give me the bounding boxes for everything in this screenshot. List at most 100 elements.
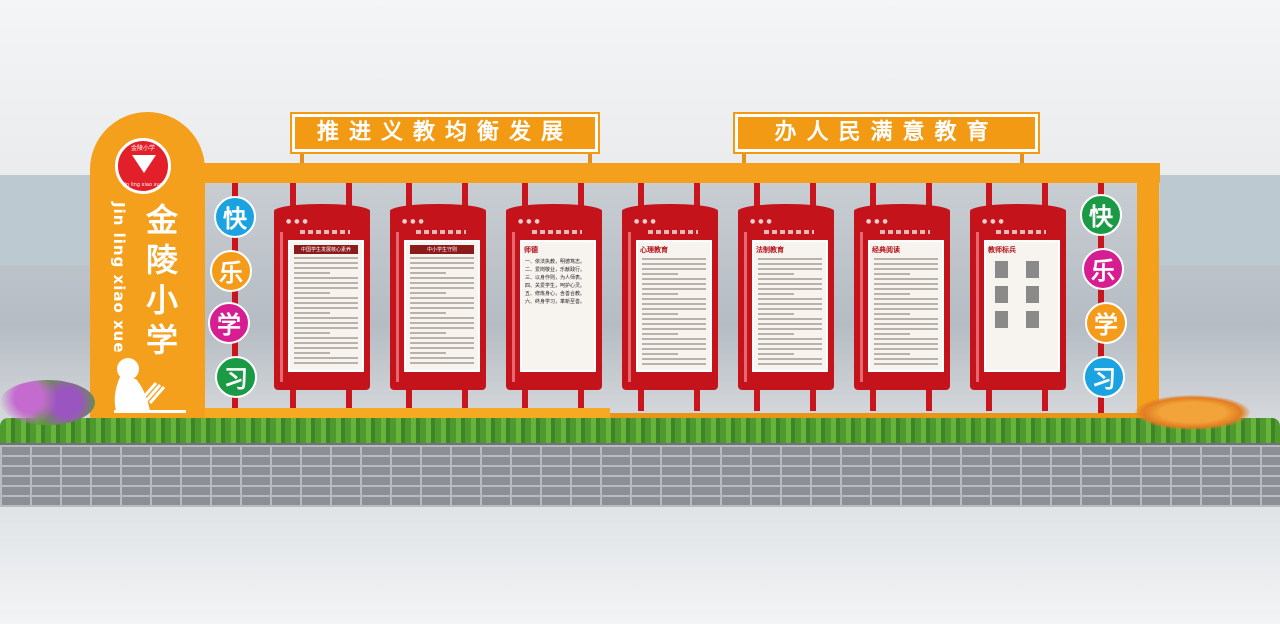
ground [0,505,1280,624]
text-line [294,292,330,294]
banner-right: 办人民满意教育 [733,112,1040,154]
text-line [410,347,474,349]
text-line [758,363,822,365]
panel-slots [300,230,350,234]
logo-pinyin: Jin ling xiao xue [123,182,163,188]
panel-dots: ●●● [866,218,891,225]
text-line [758,288,822,290]
text-line [642,303,706,305]
text-line [758,313,794,315]
text-line [874,308,938,310]
teacher-photo [1026,261,1039,278]
wall-band-left [0,175,95,265]
panel-side-bar [628,232,631,382]
poster-line: 三、以身作则，为人师表。 [525,275,586,281]
circle-char: 习 [1083,356,1125,398]
text-line [642,328,706,330]
text-line [758,278,822,280]
display-panel: ●●●师德一、依法执教，明德笃志。二、爱岗敬业，乐献践行。三、以身作则，为人师表… [506,204,602,390]
text-line [410,272,446,274]
text-line [410,342,474,344]
text-line [758,348,822,350]
panel-wave-top [274,204,370,218]
text-line [874,358,938,360]
circle-char: 快 [214,196,256,238]
text-line [874,283,938,285]
poster: 经典阅读 [868,240,944,372]
text-line [410,292,446,294]
text-line [410,357,474,359]
text-line [410,327,474,329]
poster: 教师标兵 [984,240,1060,372]
text-line [642,298,706,300]
poster-line: 一、依法执教，明德笃志。 [525,259,586,265]
text-line [294,282,358,284]
text-line [294,347,358,349]
logo-mark-icon [132,155,156,173]
wall-band-right [1160,175,1280,265]
poster-title: 中国学生发展核心素养 [294,245,358,254]
display-panel: ●●●心理教育 [622,204,718,390]
panel-dots: ●●● [402,218,427,225]
text-line [874,263,938,265]
text-line [410,262,474,264]
panel-slots [648,230,698,234]
text-line [758,293,794,295]
banner-left: 推进义教均衡发展 [290,112,600,154]
text-line [642,318,706,320]
banner-post [742,148,746,164]
text-line [874,298,938,300]
text-line [758,353,794,355]
text-line [642,278,706,280]
text-line [758,358,822,360]
text-line [294,357,358,359]
panel-side-bar [280,232,283,382]
text-line [758,273,794,275]
text-line [642,283,706,285]
text-line [410,317,474,319]
text-line [874,288,938,290]
text-line [758,323,822,325]
text-line [874,293,910,295]
text-line [874,268,938,270]
poster: 心理教育 [636,240,712,372]
panel-dots: ●●● [286,218,311,225]
poster-line: 六、终身学习，革新至善。 [525,299,586,305]
school-name: 金陵小学 [145,201,178,359]
text-line [642,313,678,315]
text-line [410,312,446,314]
text-line [294,297,358,299]
text-line [294,322,358,324]
reading-girl-icon [114,358,186,413]
frame-bottom-rail [610,413,1158,421]
circle-char: 习 [215,356,257,398]
panel-dots: ●●● [982,218,1007,225]
text-line [294,317,358,319]
banner-post [300,148,304,164]
text-line [294,327,358,329]
panel-side-bar [976,232,979,382]
text-line [294,277,358,279]
panel-side-bar [744,232,747,382]
poster-line: 五、修炼身心，含善合教。 [525,291,586,297]
text-line [642,353,678,355]
text-line [410,332,446,334]
text-line [642,288,706,290]
circle-char: 学 [208,302,250,344]
text-line [874,318,938,320]
poster: 法制教育 [752,240,828,372]
text-line [642,358,706,360]
text-line [874,273,910,275]
poster-title: 经典阅读 [872,246,900,254]
text-line [410,267,474,269]
teacher-photo [1026,311,1039,328]
text-line [642,258,706,260]
text-line [294,362,358,364]
text-line [294,302,358,304]
text-line [642,363,706,365]
teacher-photo [1026,286,1039,303]
panel-side-bar [860,232,863,382]
poster-title: 中小学生守则 [410,245,474,254]
text-line [642,273,678,275]
panel-slots [416,230,466,234]
